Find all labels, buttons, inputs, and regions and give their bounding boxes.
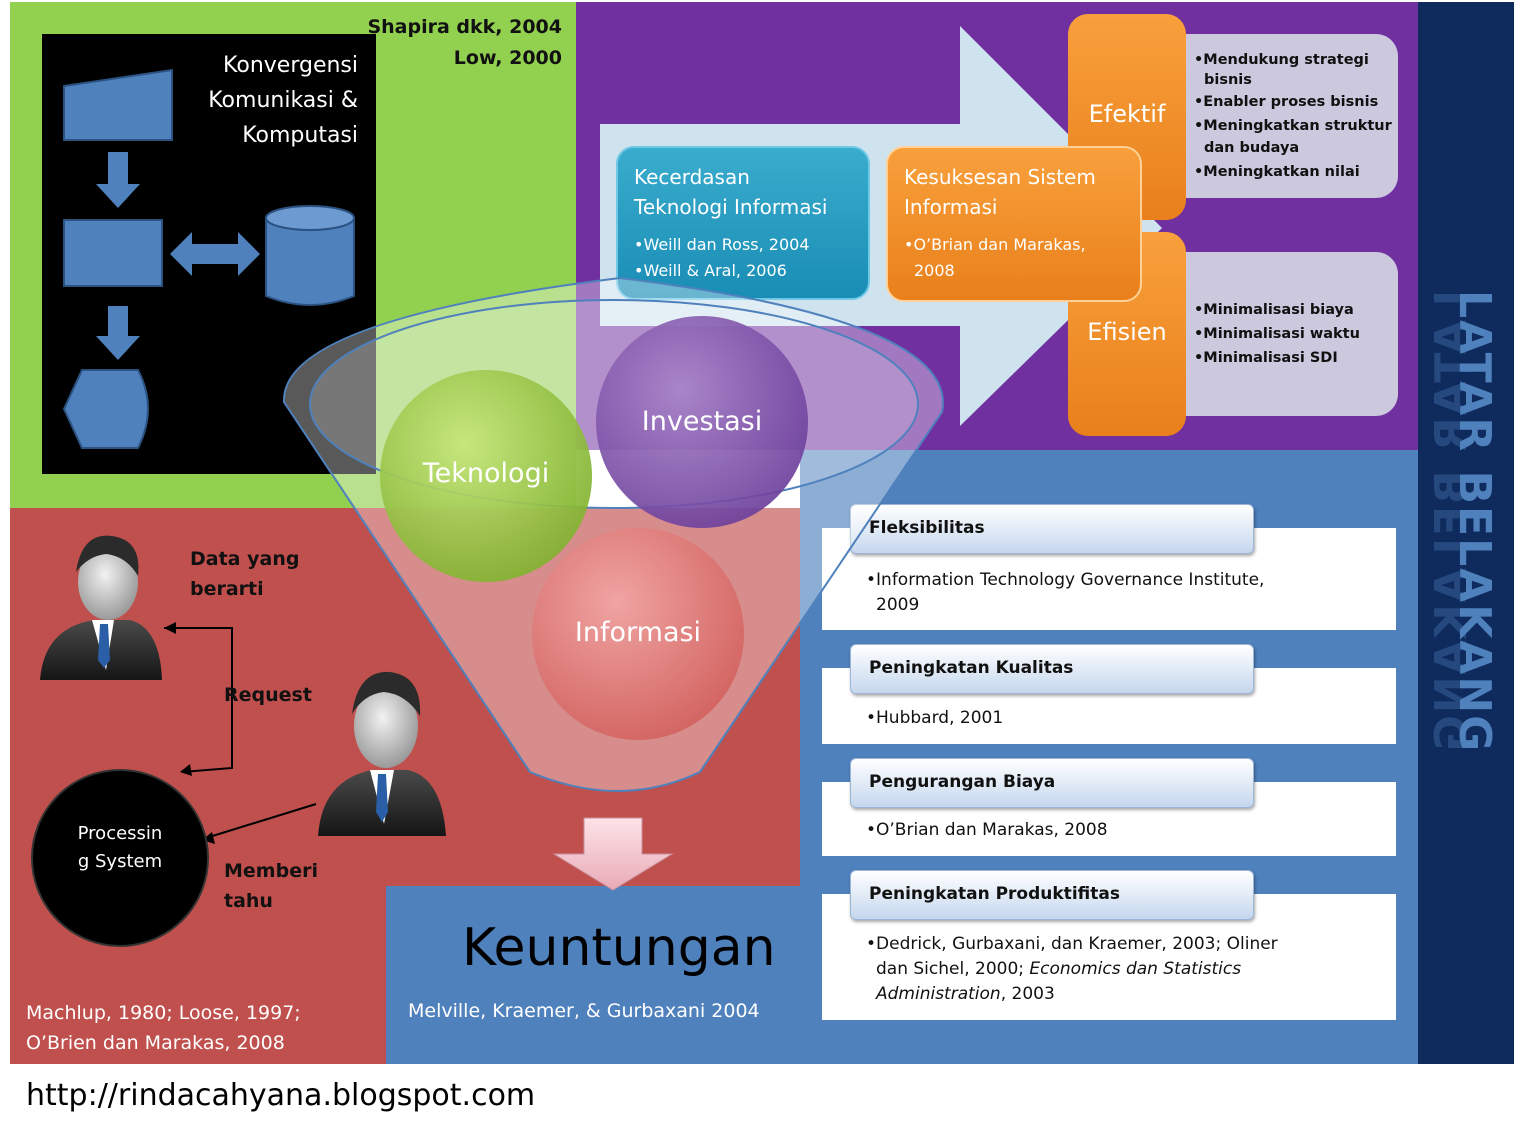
efisien-item: •Minimalisasi waktu	[1194, 326, 1360, 342]
efektif-item: •Mendukung strategi	[1194, 52, 1369, 68]
kesuksesan-item: •O’Brian dan Marakas,	[904, 235, 1086, 254]
panel-navy	[1418, 2, 1514, 1064]
kesuksesan-title-line: Kesuksesan Sistem	[904, 165, 1096, 189]
kecerdasan-items: •Weill dan Ross, 2004 •Weill & Aral, 200…	[634, 232, 810, 284]
card-head-produktifitas: Peningkatan Produktifitas	[850, 870, 1254, 920]
card-head-fleksibilitas: Fleksibilitas	[850, 504, 1254, 554]
memberi-label-line: Memberi	[224, 860, 318, 882]
side-title: LATAR BELAKANG	[1449, 290, 1500, 754]
card-line-italic: Economics dan Statistics	[1029, 959, 1242, 979]
card-line: dan Sichel, 2000;	[876, 959, 1030, 979]
kesuksesan-items: •O’Brian dan Marakas, 2008	[904, 232, 1086, 284]
data-label-line: Data yang	[190, 548, 300, 570]
card-title: Peningkatan Produktifitas	[869, 884, 1120, 904]
efektif-item: •Meningkatkan nilai	[1194, 164, 1360, 180]
kecerdasan-title-line: Teknologi Informasi	[634, 195, 828, 219]
card-title: Fleksibilitas	[869, 518, 985, 538]
venn-circles	[380, 316, 808, 740]
card-line: •Hubbard, 2001	[866, 708, 1004, 728]
efektif-item: •Enabler proses bisnis	[1194, 94, 1379, 110]
processing-label: Processin g System	[50, 820, 190, 876]
request-label: Request	[224, 684, 312, 706]
efektif-item: bisnis	[1204, 72, 1252, 88]
efisien-label: Efisien	[1087, 318, 1167, 346]
card-line: •Information Technology Governance Insti…	[866, 570, 1265, 590]
card-line: 2009	[876, 595, 920, 615]
kesuksesan-title-line: Informasi	[904, 195, 998, 219]
memberi-label: Memberi tahu	[224, 856, 318, 916]
card-head-kualitas: Peningkatan Kualitas	[850, 644, 1254, 694]
card-title: Pengurangan Biaya	[869, 772, 1056, 792]
convergence-line: Komunikasi &	[208, 88, 358, 113]
card-line: •O’Brian dan Marakas, 2008	[866, 820, 1108, 840]
kecerdasan-box: Kecerdasan Teknologi Informasi •Weill da…	[616, 146, 870, 300]
kecerdasan-item: •Weill dan Ross, 2004	[634, 235, 810, 254]
efisien-item: •Minimalisasi biaya	[1194, 302, 1354, 318]
card-line: , 2003	[1000, 984, 1055, 1004]
data-label-line: berarti	[190, 578, 264, 600]
kecerdasan-title-line: Kecerdasan	[634, 165, 750, 189]
informasi-label: Informasi	[574, 617, 702, 648]
card-line: •Dedrick, Gurbaxani, dan Kraemer, 2003; …	[866, 934, 1278, 954]
panel-blue-keuntungan	[386, 886, 806, 1064]
efektif-label: Efektif	[1088, 100, 1166, 128]
teknologi-label: Teknologi	[422, 458, 550, 489]
keuntungan-title: Keuntungan	[462, 918, 776, 978]
efektif-list: •Mendukung strategi bisnis •Enabler pros…	[1186, 34, 1398, 198]
down-arrow-icon	[552, 817, 674, 891]
informasi-circle	[532, 528, 744, 740]
convergence-line: Konvergensi	[223, 53, 358, 78]
citation-line: Low, 2000	[453, 47, 562, 69]
efektif-item: •Meningkatkan struktur	[1194, 118, 1392, 134]
investasi-label: Investasi	[641, 406, 763, 437]
efisien-item: •Minimalisasi SDI	[1194, 350, 1338, 366]
kecerdasan-title: Kecerdasan Teknologi Informasi	[634, 162, 827, 222]
citation-line: O’Brien dan Marakas, 2008	[26, 1032, 285, 1054]
memberi-label-line: tahu	[224, 890, 273, 912]
processing-label-line: g System	[77, 851, 163, 872]
processing-label-line: Processin	[77, 823, 163, 844]
kesuksesan-title: Kesuksesan Sistem Informasi	[904, 162, 1096, 222]
efisien-list: •Minimalisasi biaya •Minimalisasi waktu …	[1186, 252, 1398, 416]
citation-line: Machlup, 1980; Loose, 1997;	[26, 1002, 301, 1024]
convergence-line: Komputasi	[242, 123, 358, 148]
card-head-biaya: Pengurangan Biaya	[850, 758, 1254, 808]
person-icon	[40, 535, 162, 680]
kesuksesan-box: Kesuksesan Sistem Informasi •O’Brian dan…	[886, 146, 1142, 302]
keuntungan-citation: Melville, Kraemer, & Gurbaxani 2004	[408, 1000, 760, 1022]
client-server-illustration	[31, 535, 446, 947]
investasi-circle	[596, 316, 808, 528]
efektif-item: dan budaya	[1204, 140, 1300, 156]
person-icon	[318, 671, 446, 836]
processing-system-circle	[31, 769, 209, 947]
card-title: Peningkatan Kualitas	[869, 658, 1074, 678]
data-label: Data yang berarti	[190, 544, 299, 604]
red-citation: Machlup, 1980; Loose, 1997; O’Brien dan …	[26, 998, 301, 1058]
citation-line: Shapira dkk, 2004	[367, 16, 562, 38]
teknologi-circle	[380, 370, 592, 582]
flowchart-icon	[62, 68, 355, 449]
card-line-italic: Administration	[876, 984, 1001, 1004]
kecerdasan-item: •Weill & Aral, 2006	[634, 261, 787, 280]
footer-url[interactable]: http://rindacahyana.blogspot.com	[26, 1078, 536, 1113]
kesuksesan-item: 2008	[914, 261, 955, 280]
green-citation: Shapira dkk, 2004 Low, 2000	[340, 12, 562, 74]
convergence-title: Konvergensi Komunikasi & Komputasi	[190, 48, 358, 153]
